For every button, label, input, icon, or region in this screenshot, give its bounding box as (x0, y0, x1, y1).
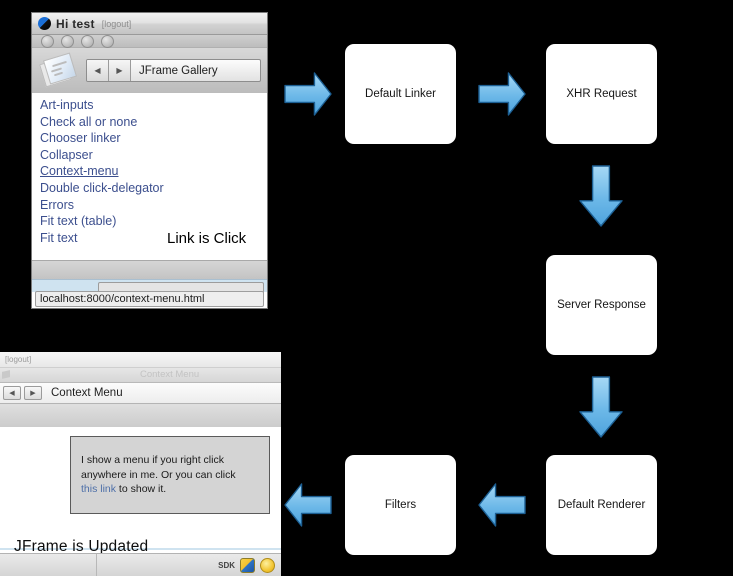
flowchart-canvas (284, 72, 623, 527)
request-lifecycle-flowchart: Default Linker XHR Request Server Respon… (281, 0, 733, 576)
link-click-annotation: Link is Click (167, 230, 247, 247)
back-icon[interactable]: ◀ (87, 60, 109, 81)
forward-icon[interactable]: ▶ (109, 60, 131, 81)
node-server-response[interactable]: Server Response (546, 255, 657, 355)
window-dot-4[interactable] (101, 34, 114, 48)
node-label: Filters (384, 499, 417, 511)
list-item[interactable]: Chooser linker (40, 131, 121, 146)
gallery-title: JFrame Gallery (139, 64, 218, 77)
list-item[interactable]: Errors (40, 197, 75, 212)
show-menu-link[interactable]: this link (81, 483, 117, 496)
window-dot-2[interactable] (61, 34, 74, 48)
list-item[interactable]: Collapser (40, 147, 93, 162)
back-icon[interactable]: ◀ (3, 386, 21, 400)
status-bar-url: localhost:8000/context-menu.html (35, 291, 264, 307)
gallery-link-list: Art-inputs Check all or none Chooser lin… (32, 93, 267, 261)
node-label: XHR Request (566, 88, 637, 100)
arrow-linker-to-xhr (478, 72, 526, 116)
content-spacer (0, 404, 281, 428)
node-default-renderer[interactable]: Default Renderer (546, 455, 657, 555)
photo-gallery-icon (38, 51, 78, 90)
context-menu-instructions: I show a menu if you right click anywher… (71, 453, 269, 497)
arrow-into-linker (284, 72, 332, 116)
context-menu-navbar: ◀ ▶ Context Menu (0, 383, 281, 404)
window-dot-3[interactable] (81, 34, 94, 48)
browser-window-context-menu[interactable]: [logout] Context Menu ◀ ▶ Context Menu I… (0, 352, 281, 576)
node-label: Default Linker (365, 88, 436, 100)
node-label: Server Response (557, 299, 646, 311)
ghost-title-label: Context Menu (140, 369, 200, 380)
jframe-updated-label: JFrame is Updated (14, 538, 149, 555)
instruction-line-1: I show a menu if you right click (81, 454, 224, 467)
window-dot-1[interactable] (41, 34, 54, 48)
sdk-yellow-icon[interactable] (260, 557, 275, 573)
gallery-navbar: ◀ ▶ JFrame Gallery (86, 59, 261, 82)
forward-icon[interactable]: ▶ (24, 386, 42, 400)
list-item[interactable]: Double click-delegator (40, 180, 164, 195)
list-item[interactable]: Fit text (table) (40, 214, 117, 229)
ghost-titlebar: Context Menu (0, 368, 281, 383)
context-menu-title: Context Menu (51, 387, 123, 399)
toolbar-gray-band (32, 260, 267, 280)
list-item[interactable]: Fit text (40, 230, 78, 245)
node-filters[interactable]: Filters (345, 455, 456, 555)
arrow-xhr-to-server (579, 165, 623, 227)
sdk-blue-icon[interactable] (240, 557, 255, 573)
list-item[interactable]: Check all or none (40, 114, 138, 129)
context-menu-target-box[interactable]: I show a menu if you right click anywher… (70, 436, 270, 514)
gallery-toolbar: ◀ ▶ JFrame Gallery (32, 48, 267, 94)
browser-window-gallery[interactable]: Hi test [logout] ◀ ▶ JFrame Gallery Art-… (31, 12, 268, 309)
brand-label: Hi test (56, 16, 95, 31)
brand-dot-icon (38, 17, 51, 30)
status-cell-divider (96, 554, 97, 576)
node-default-linker[interactable]: Default Linker (345, 44, 456, 144)
update-divider (0, 548, 281, 550)
sdk-label: SDK (218, 560, 235, 570)
bottom-logout-link[interactable]: [logout] (0, 352, 281, 368)
ghost-corner-icon (2, 370, 10, 379)
window-control-dots (32, 34, 267, 48)
arrow-server-to-renderer (579, 376, 623, 438)
instruction-line-3: to show it. (116, 483, 167, 496)
titlebar: Hi test [logout] (32, 13, 267, 35)
arrow-out-of-filters (284, 483, 332, 527)
list-item[interactable]: Art-inputs (40, 98, 94, 112)
node-label: Default Renderer (557, 499, 646, 511)
bottom-status-bar: SDK (0, 553, 281, 576)
list-item-context-menu[interactable]: Context-menu (40, 164, 119, 179)
arrow-renderer-to-filters (478, 483, 526, 527)
logout-link[interactable]: [logout] (101, 18, 132, 29)
instruction-line-2: anywhere in me. Or you can click (81, 468, 236, 481)
node-xhr-request[interactable]: XHR Request (546, 44, 657, 144)
